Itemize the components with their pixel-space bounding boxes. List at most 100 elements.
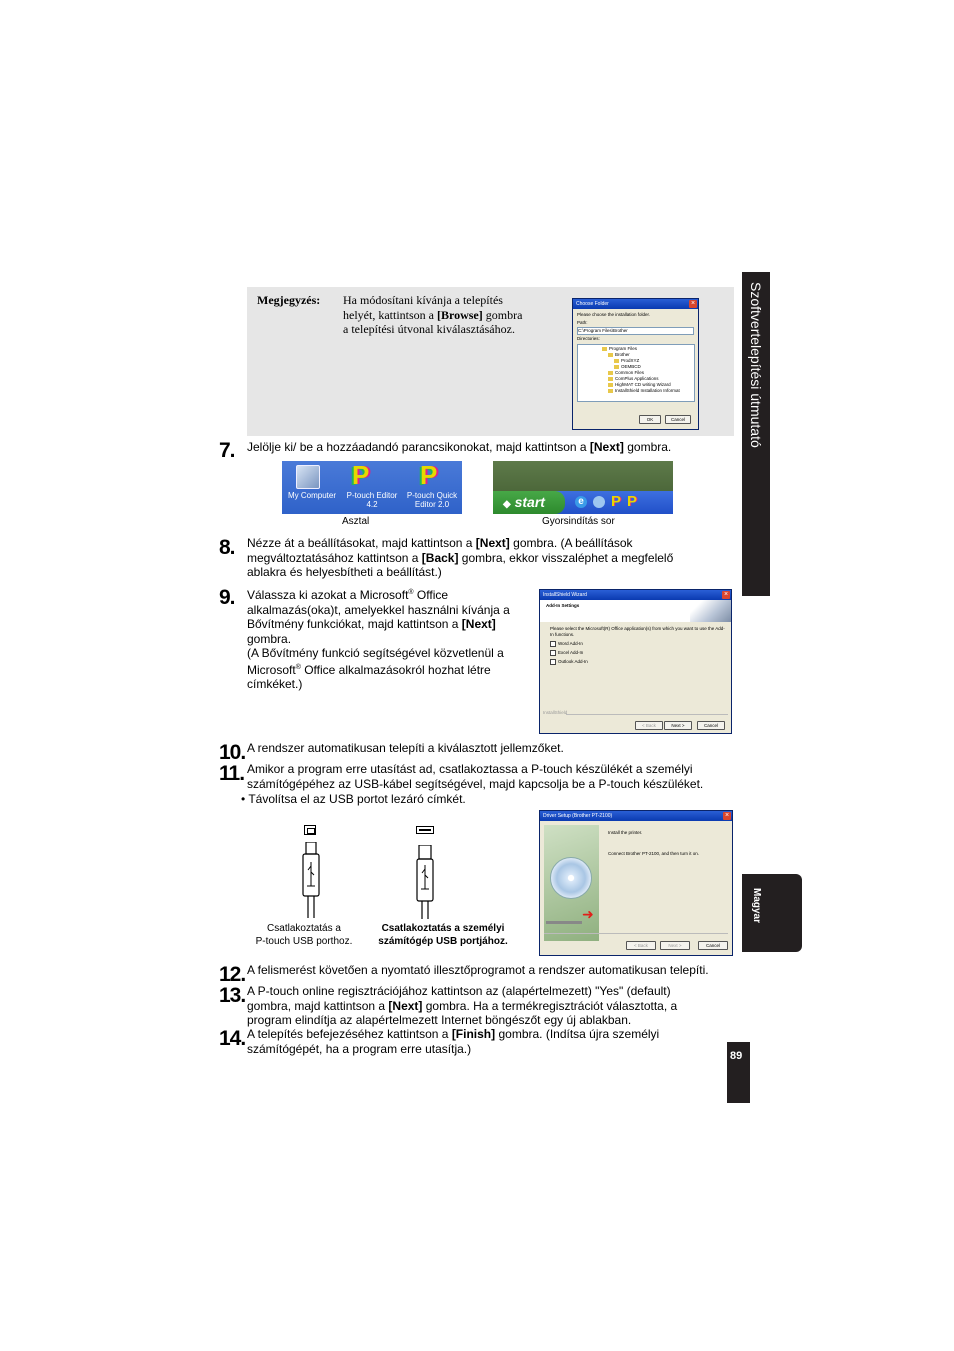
folder-icon	[608, 370, 613, 375]
excel-addin-checkbox[interactable]	[550, 650, 556, 656]
directories-label: Directories:	[577, 336, 600, 341]
driver-setup-heading: Install the printer.	[608, 830, 643, 835]
desktop-icon-label-2: P-touch Editor 4.2	[346, 491, 398, 509]
desktop-icon-label-1: My Computer	[287, 491, 336, 500]
usb-caption-pc: Csatlakoztatás a személyi számítógép USB…	[378, 923, 508, 947]
windows-flag-icon: ◆	[503, 499, 511, 510]
usb-a-cable-icon	[416, 845, 434, 919]
step-11-bullet: • Távolítsa el az USB portot lezáró címk…	[241, 792, 466, 806]
note-line-3: a telepítési útvonal kiválasztásához.	[343, 322, 515, 336]
language-tab: Magyar	[742, 874, 802, 952]
settings-icon[interactable]	[593, 496, 605, 508]
directory-tree-label: Program Files	[609, 346, 638, 351]
bullet-icon: •	[241, 792, 246, 806]
directory-tree-item[interactable]: Common Files	[602, 370, 694, 376]
desktop-screenshot: P P My Computer P-touch Editor 4.2 P-tou…	[282, 461, 462, 514]
language-tab-label: Magyar	[751, 888, 762, 924]
ptouch-editor-quicklaunch-icon[interactable]: P	[611, 493, 622, 510]
next-button[interactable]: Next >	[664, 721, 692, 730]
directory-tree-label: HighMAT CD writing Wizard	[615, 382, 671, 387]
folder-icon	[608, 352, 613, 357]
page-number-tab: 89	[727, 1042, 750, 1103]
addin-description: Please select the Microsoft(R) Office ap…	[550, 626, 725, 637]
directory-tree-label: ComPlus Applications	[615, 376, 659, 381]
ptouch-editor-icon[interactable]: P	[352, 461, 370, 490]
close-icon[interactable]: ×	[722, 591, 730, 599]
directory-tree-item[interactable]: ProdXYZ	[602, 358, 694, 364]
directory-tree-item[interactable]: ComPlus Applications	[602, 376, 694, 382]
folder-icon	[614, 358, 619, 363]
back-button[interactable]: < Back	[626, 941, 656, 950]
ptouch-quick-editor-quicklaunch-icon[interactable]: P	[627, 493, 638, 510]
wizard-header-graphic	[690, 600, 731, 622]
back-button[interactable]: < Back	[635, 721, 663, 730]
page-number: 89	[730, 1050, 743, 1062]
choose-folder-prompt: Please choose the installation folder.	[577, 312, 651, 317]
step-10-text: A rendszer automatikusan telepíti a kivá…	[247, 741, 564, 755]
my-computer-icon[interactable]	[296, 465, 320, 489]
driver-setup-dialog: Driver Setup (Brother PT-2100)× ➜ Instal…	[539, 810, 733, 956]
side-tab-title: Szoftvertelepítési útmutató	[748, 282, 764, 448]
cancel-button[interactable]: Cancel	[698, 941, 728, 950]
addin-option-word[interactable]: Word Add-In	[550, 641, 583, 647]
directory-tree-item[interactable]: Brother	[602, 352, 694, 358]
installshield-footer: InstallShield	[543, 710, 568, 715]
word-addin-checkbox[interactable]	[550, 641, 556, 647]
path-label: Path:	[577, 320, 588, 325]
addin-heading: Add-In Settings	[546, 603, 580, 608]
driver-setup-text: Connect Brother PT-2100, and then turn i…	[608, 851, 700, 856]
note-line-2: helyét, kattintson a [Browse] gombra	[343, 307, 523, 322]
choose-folder-dialog: Choose Folder× Please choose the install…	[572, 298, 699, 430]
directory-tree-label: InstallShield Installation Informat	[615, 388, 680, 393]
step-12-text: A felismerést követően a nyomtató illesz…	[247, 963, 709, 977]
desktop-caption: Asztal	[342, 516, 370, 527]
step-8-text: Nézze át a beállításokat, majd kattintso…	[247, 536, 674, 579]
directory-tree-label: Brother	[615, 352, 630, 357]
directory-tree-item[interactable]: HighMAT CD writing Wizard	[602, 382, 694, 388]
addin-option-excel[interactable]: Excel Add-In	[550, 650, 583, 656]
step-13-number: 13.	[219, 984, 246, 1007]
cancel-button[interactable]: Cancel	[665, 415, 691, 424]
cancel-button[interactable]: Cancel	[697, 721, 725, 730]
step-10-number: 10.	[219, 741, 246, 764]
close-icon[interactable]: ×	[723, 812, 731, 820]
side-tab: Szoftvertelepítési útmutató	[742, 272, 770, 596]
ok-button[interactable]: OK	[639, 415, 661, 424]
step-13-text: A P-touch online regisztrációjához katti…	[247, 984, 678, 1027]
step-8-number: 8.	[219, 536, 235, 559]
close-icon[interactable]: ×	[689, 300, 697, 308]
note-line-1: Ha módosítani kívánja a telepítés	[343, 293, 503, 307]
cd-graphic	[544, 825, 599, 941]
next-button[interactable]: Next >	[660, 941, 690, 950]
usb-b-port-icon	[304, 825, 316, 835]
step-14-number: 14.	[219, 1027, 246, 1050]
directory-tree-item[interactable]: OEMBCD	[602, 364, 694, 370]
step-11-text: Amikor a program erre utasítást ad, csat…	[247, 762, 704, 791]
arrow-right-icon: ➜	[582, 906, 594, 922]
note-label: Megjegyzés:	[257, 293, 321, 307]
start-button[interactable]: ◆ start	[493, 491, 565, 514]
folder-icon	[608, 382, 613, 387]
usb-a-port-icon	[416, 826, 434, 834]
desktop-icon-label-3: P-touch Quick Editor 2.0	[406, 491, 458, 509]
folder-icon	[608, 388, 613, 393]
directory-tree-label: Common Files	[615, 370, 645, 375]
dialog-titlebar: Driver Setup (Brother PT-2100)×	[540, 811, 732, 821]
directory-tree-item[interactable]: Program Files	[602, 346, 694, 352]
step-9-text: Válassza ki azokat a Microsoft® Office a…	[247, 588, 510, 691]
step-7-number: 7.	[219, 439, 235, 462]
path-input[interactable]: C:\Program Files\Brother	[577, 327, 694, 335]
addin-option-outlook[interactable]: Outlook Add-In	[550, 659, 588, 665]
ptouch-quick-editor-icon[interactable]: P	[420, 461, 438, 490]
step-14-text: A telepítés befejezéséhez kattintson a […	[247, 1027, 660, 1056]
note-text: Ha módosítani kívánja a telepítés helyét…	[343, 293, 558, 337]
quicklaunch-caption: Gyorsindítás sor	[542, 516, 615, 527]
outlook-addin-checkbox[interactable]	[550, 659, 556, 665]
step-11-number: 11.	[219, 762, 245, 785]
addin-wizard-dialog: InstallShield Wizard× Add-In Settings Pl…	[539, 589, 732, 734]
folder-icon	[614, 364, 619, 369]
directory-tree-item[interactable]: InstallShield Installation Informat	[602, 388, 694, 394]
step-9-number: 9.	[219, 586, 235, 609]
internet-explorer-icon[interactable]: e	[575, 496, 587, 508]
